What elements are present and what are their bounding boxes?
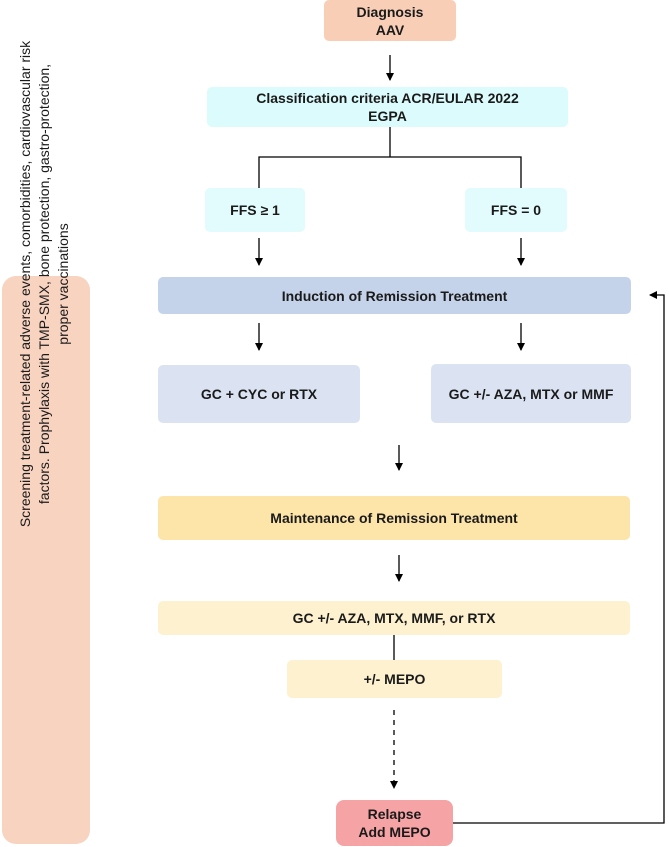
side-panel-line3: proper vaccinations: [54, 223, 71, 345]
diagnosis-line2: AAV: [375, 21, 405, 38]
induction-left-option-box: GC + CYC or RTX: [158, 365, 360, 423]
line-branch-split: [258, 156, 522, 188]
induction-box: Induction of Remission Treatment: [158, 277, 631, 314]
side-panel: [2, 276, 90, 844]
ffs-right-label: FFS = 0: [490, 202, 542, 218]
induction-label: Induction of Remission Treatment: [281, 287, 508, 304]
feedback-arrow-relapse-to-induction: [453, 291, 665, 824]
mepo-label: +/- MEPO: [363, 671, 426, 687]
side-panel-line1: Screening treatment-related adverse even…: [16, 40, 33, 528]
classification-line1: Classification criteria ACR/EULAR 2022: [256, 90, 519, 106]
maintenance-label: Maintenance of Remission Treatment: [270, 510, 518, 526]
induction-left-option-label: GC + CYC or RTX: [200, 386, 318, 402]
ffs-left-box: FFS ≥ 1: [205, 188, 305, 232]
maintenance-options-label: GC +/- AZA, MTX, MMF, or RTX: [292, 610, 496, 626]
mepo-box: +/- MEPO: [287, 660, 502, 698]
maintenance-box: Maintenance of Remission Treatment: [158, 496, 630, 540]
induction-right-option-label: GC +/- AZA, MTX or MMF: [448, 385, 614, 402]
side-panel-line2: factors. Prophylaxis with TMP-SMX, bone …: [35, 63, 52, 505]
diagnosis-box: Diagnosis AAV: [324, 0, 456, 41]
side-panel-text: Screening treatment-related adverse even…: [14, 8, 74, 560]
relapse-line1: Relapse: [367, 806, 422, 822]
classification-line2: EGPA: [368, 108, 407, 124]
classification-box: Classification criteria ACR/EULAR 2022 E…: [207, 87, 568, 127]
relapse-box: Relapse Add MEPO: [336, 800, 453, 846]
ffs-right-box: FFS = 0: [465, 188, 567, 232]
induction-right-option-box: GC +/- AZA, MTX or MMF: [431, 364, 631, 423]
diagnosis-line1: Diagnosis: [356, 3, 424, 20]
ffs-left-label: FFS ≥ 1: [230, 202, 280, 218]
maintenance-options-box: GC +/- AZA, MTX, MMF, or RTX: [158, 601, 630, 635]
relapse-line2: Add MEPO: [358, 824, 431, 840]
